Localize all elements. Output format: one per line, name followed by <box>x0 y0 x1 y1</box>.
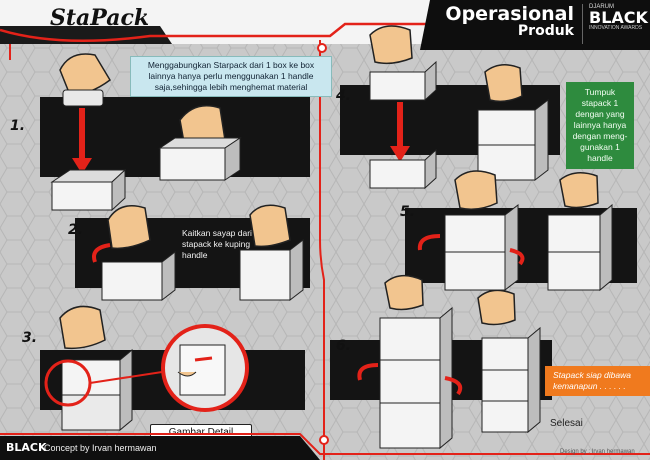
hand-illustration <box>107 205 151 250</box>
box-illustration <box>369 60 437 102</box>
rotate-arrow-icon <box>357 363 379 381</box>
rotate-arrow-icon <box>92 243 111 263</box>
step-number: 3. <box>22 330 38 346</box>
hand-illustration <box>249 204 291 248</box>
rotate-arrow-icon <box>444 376 463 396</box>
box-illustration <box>369 148 437 190</box>
step-number: 6. <box>336 338 352 354</box>
hand-illustration <box>369 25 413 65</box>
box-illustration <box>50 168 127 212</box>
hand-illustration <box>384 274 424 311</box>
detail-magnifier <box>161 324 249 412</box>
title-line-1: Operasional <box>445 3 574 25</box>
footer-swoosh <box>0 433 650 460</box>
box-illustration <box>477 98 549 182</box>
step-number: 1. <box>10 118 26 134</box>
rotate-arrow-icon <box>509 248 525 266</box>
detail-label: Gambar Detail <box>168 427 234 438</box>
award-brand-big: BLACK <box>589 8 648 27</box>
title-line-2: Produk <box>517 23 574 39</box>
step-2-note: Kaitkan sayap dari stapack ke kuping han… <box>182 228 252 260</box>
hand-illustration <box>59 305 106 350</box>
arrow-head-icon <box>72 158 92 174</box>
award-sub: INNOVATION AWARDS <box>589 25 643 31</box>
footer-concept: Concept by Irvan hermawan <box>44 443 157 453</box>
arrow-head-icon <box>390 146 410 162</box>
step-number: 5. <box>400 204 416 220</box>
hand-illustration <box>477 289 516 326</box>
box-illustration <box>101 250 176 302</box>
rotate-arrow-icon <box>417 234 441 251</box>
hand-illustration <box>484 64 523 103</box>
header-swoosh <box>0 0 650 60</box>
detail-connector <box>89 371 163 384</box>
ready-callout: Stapack siap dibawa kemanapun . . . . . … <box>545 366 650 396</box>
footer-brand: BLACK <box>6 441 47 454</box>
step-number: 4. <box>336 88 352 104</box>
step-number: 2. <box>68 222 84 238</box>
done-label: Selesai <box>550 418 583 429</box>
award-logo: DJARUM BLACK INNOVATION AWARDS <box>582 4 648 44</box>
box-illustration <box>158 137 242 181</box>
footer-credit: Design by : Irvan hermawan <box>560 449 635 455</box>
page-title: Operasional Produk <box>442 3 574 40</box>
box-illustration <box>444 203 519 292</box>
app-logo: StaPack <box>50 5 150 31</box>
box-illustration <box>481 326 541 434</box>
award-brand-small: DJARUM <box>589 4 614 10</box>
box-illustration <box>379 306 453 450</box>
center-divider <box>317 40 329 460</box>
box-illustration <box>239 238 304 302</box>
stack-callout: Tumpuk stapack 1 dengan yang lainnya han… <box>566 82 634 169</box>
hand-illustration <box>559 172 599 209</box>
box-illustration <box>547 203 613 292</box>
hand-illustration <box>454 170 498 210</box>
hand-illustration <box>59 53 111 107</box>
intro-callout: Menggabungkan Starpack dari 1 box ke box… <box>130 56 332 97</box>
